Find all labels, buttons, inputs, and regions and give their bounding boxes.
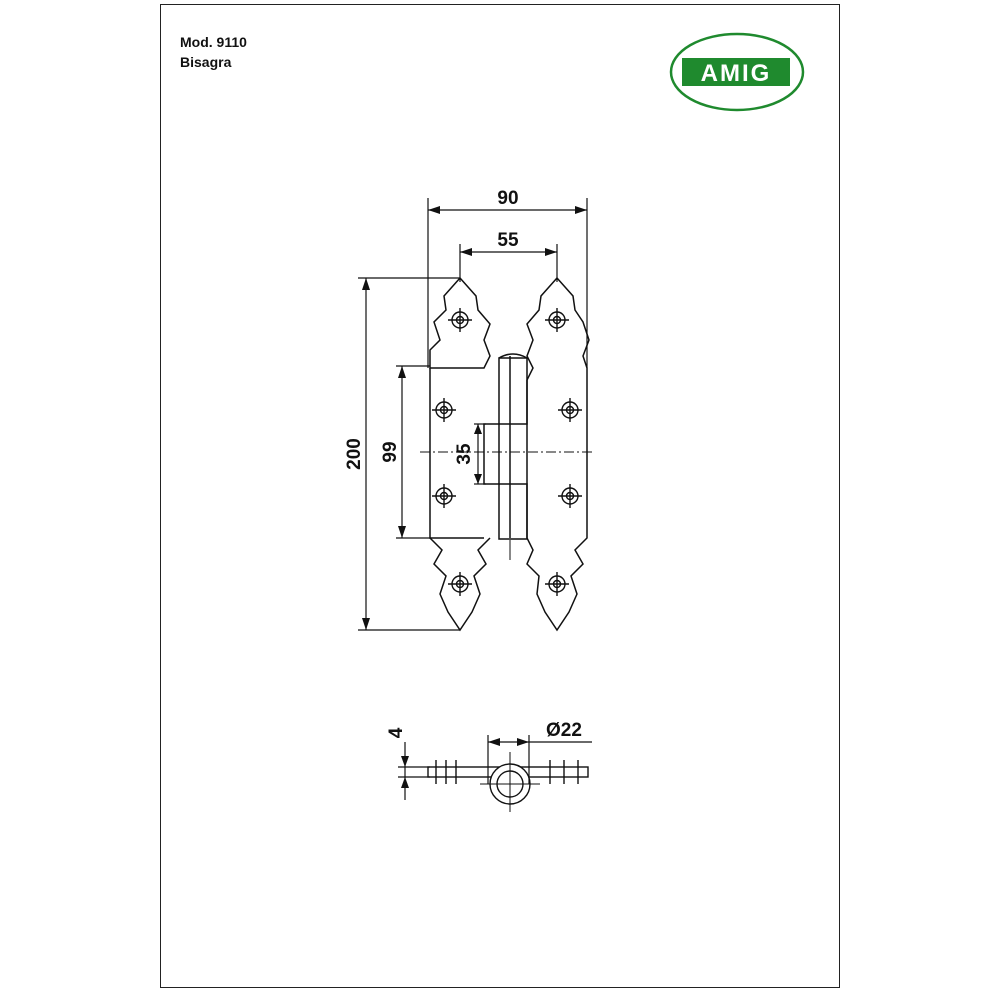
screw-hole [448,308,472,332]
hinge-side-view [427,752,589,812]
hinge-knuckle-lower [498,483,528,540]
logo-text: AMIG [701,60,772,87]
dim-label-35: 35 [454,443,475,465]
amig-logo: AMIG [669,32,805,112]
screw-holes [432,308,582,596]
screw-hole [432,398,456,422]
dim-label-200: 200 [344,438,365,470]
dimension-55 [459,244,558,282]
screw-hole [432,484,456,508]
product-name: Bisagra [180,54,232,70]
model-number: Mod. 9110 [180,34,247,50]
dim-label-99: 99 [380,441,401,462]
dimension-diameter [487,735,592,784]
dimension-4 [398,742,430,800]
right-leaf [526,276,590,632]
dim-label-90: 90 [497,188,518,209]
dimension-200 [358,277,460,631]
dim-label-4: 4 [386,727,407,738]
hinge-knuckle-upper [498,357,528,425]
dimension-99 [396,365,430,539]
screw-hole [545,308,569,332]
title-block: Mod. 9110 Bisagra [180,32,247,72]
drawing-sheet [160,4,840,988]
hinge-front-view [420,276,595,632]
dimension-35 [474,423,486,485]
dim-label-55: 55 [497,230,519,251]
screw-hole [545,572,569,596]
screw-hole [558,398,582,422]
dim-label-diameter: Ø22 [546,720,582,741]
dimension-90 [427,198,588,368]
screw-hole [558,484,582,508]
screw-hole [448,572,472,596]
left-leaf [429,276,491,369]
